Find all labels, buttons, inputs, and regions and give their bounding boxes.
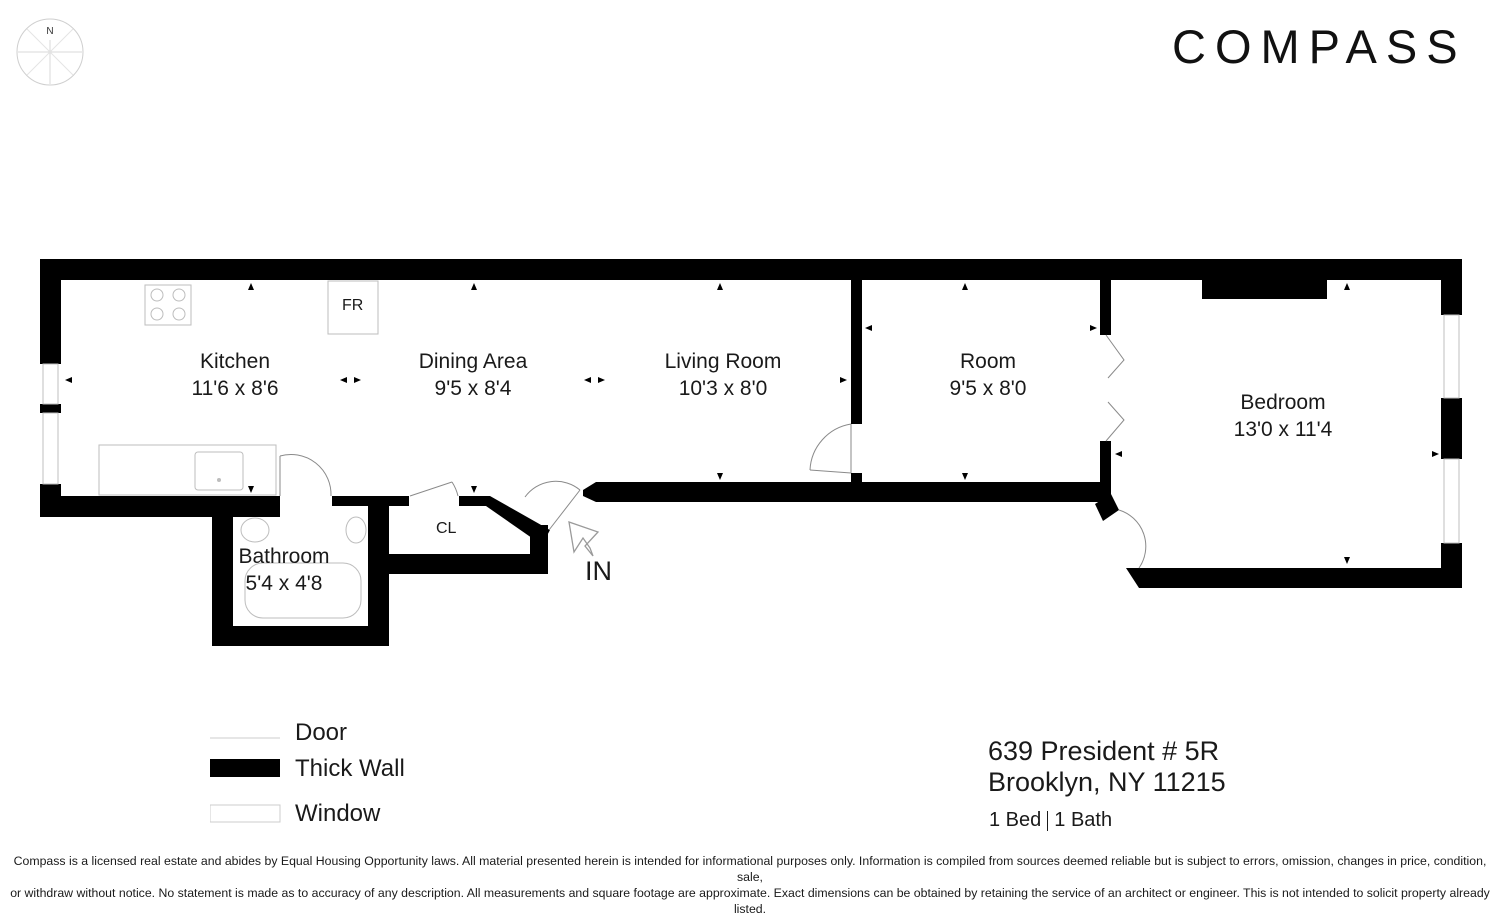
room-label: Room 9'5 x 8'0 xyxy=(903,348,1073,402)
address-line-1: 639 President # 5R xyxy=(988,736,1220,766)
sink-icon xyxy=(194,451,244,491)
windows xyxy=(42,314,1460,544)
bath-sink-icon xyxy=(345,516,367,544)
logo-text: COMPASS xyxy=(1172,20,1467,70)
thick-walls xyxy=(40,259,1462,646)
kitchen-size: 11'6 x 8'6 xyxy=(191,377,279,400)
disclaimer-line-1: Compass is a licensed real estate and ab… xyxy=(13,854,1487,884)
toilet-icon xyxy=(240,517,270,543)
bathroom-label: Bathroom 5'4 x 4'8 xyxy=(214,543,354,597)
bedroom-label: Bedroom 13'0 x 11'4 xyxy=(1198,389,1368,443)
counter-icon xyxy=(98,444,277,496)
compass-logo: COMPASS xyxy=(1172,20,1467,70)
closet-label: CL xyxy=(436,520,457,537)
dining-area-label: Dining Area 9'5 x 8'4 xyxy=(388,348,558,402)
bathroom-size: 5'4 x 4'8 xyxy=(245,572,323,595)
legend-thick-wall-label: Thick Wall xyxy=(295,755,405,782)
dining-area-name: Dining Area xyxy=(418,350,528,373)
north-compass-icon: N xyxy=(16,18,84,86)
living-room-label: Living Room 10'3 x 8'0 xyxy=(638,348,808,402)
bedroom-size: 13'0 x 11'4 xyxy=(1233,418,1333,441)
entrance-label: IN xyxy=(585,556,612,586)
living-room-name: Living Room xyxy=(664,350,782,373)
legend-door-label: Door xyxy=(295,719,348,746)
bedroom-name: Bedroom xyxy=(1240,391,1326,414)
address-line-2: Brooklyn, NY 11215 xyxy=(988,767,1226,797)
disclaimer-line-2: or withdraw without notice. No statement… xyxy=(10,886,1490,916)
appliances xyxy=(98,280,379,619)
thick-wall-swatch xyxy=(210,759,280,777)
bathtub-icon xyxy=(244,562,362,619)
fridge-label: FR xyxy=(342,297,364,314)
beds-count: 1 Bed xyxy=(989,809,1042,831)
room-name: Room xyxy=(959,350,1017,373)
dimension-markers xyxy=(65,283,1439,564)
bed-bath-summary: 1 Bed 1 Bath xyxy=(989,809,1112,832)
legend-swatches xyxy=(210,737,281,823)
bathroom-name: Bathroom xyxy=(238,545,330,568)
entrance-arrow-icon xyxy=(568,521,600,557)
floor-plan xyxy=(40,259,1462,646)
doors xyxy=(279,334,1147,569)
baths-count: 1 Bath xyxy=(1054,809,1113,831)
fridge-icon xyxy=(327,280,379,335)
kitchen-name: Kitchen xyxy=(199,350,271,373)
room-size: 9'5 x 8'0 xyxy=(949,377,1027,400)
dining-area-size: 9'5 x 8'4 xyxy=(434,377,512,400)
window-swatch xyxy=(210,804,281,823)
north-label: N xyxy=(46,26,53,37)
stove-icon xyxy=(144,284,192,326)
living-room-size: 10'3 x 8'0 xyxy=(678,377,768,400)
property-address: 639 President # 5R Brooklyn, NY 11215 xyxy=(988,736,1226,798)
legend-window-label: Window xyxy=(295,800,381,827)
legal-disclaimer: Compass is a licensed real estate and ab… xyxy=(0,853,1500,917)
summary-divider xyxy=(1047,810,1049,831)
kitchen-label: Kitchen 11'6 x 8'6 xyxy=(150,348,320,402)
